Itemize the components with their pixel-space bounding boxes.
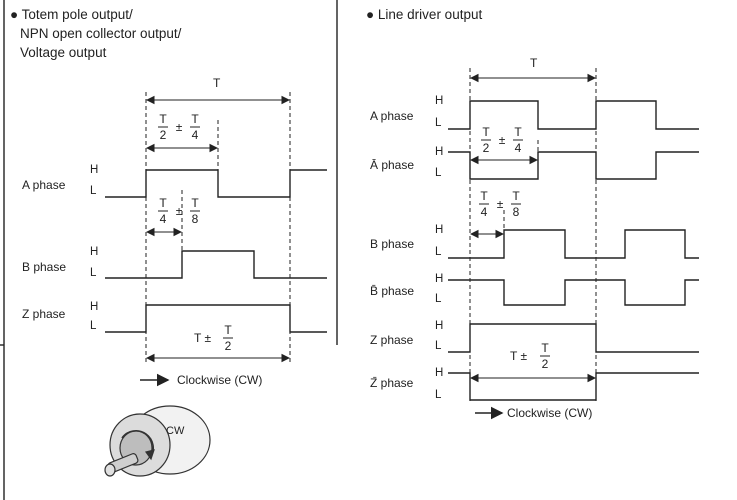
right-a-phase-wave bbox=[448, 100, 699, 130]
left-tol2-num-a: T bbox=[159, 196, 167, 210]
right-tol1-den-a: 2 bbox=[482, 141, 490, 155]
right-tol1-den-b: 4 bbox=[514, 141, 522, 155]
right-tol1-num-b: T bbox=[514, 125, 522, 139]
right-b-bar-phase-label: B̄ phase bbox=[370, 284, 415, 298]
right-tol1-num-a: T bbox=[482, 125, 490, 139]
right-direction-label: Clockwise (CW) bbox=[507, 406, 593, 420]
left-z-phase-label: Z phase bbox=[22, 307, 66, 321]
right-tol1-pm: ± bbox=[498, 133, 506, 147]
right-tol2-num-b: T bbox=[512, 189, 520, 203]
left-b-low: L bbox=[90, 267, 97, 279]
left-z-low: L bbox=[90, 320, 97, 332]
left-tol1-num-a: T bbox=[159, 112, 167, 126]
right-a-low: L bbox=[435, 117, 442, 129]
left-tol3-den: 2 bbox=[224, 339, 232, 353]
right-tol3-num: T bbox=[541, 341, 549, 355]
right-a-bar-high: H bbox=[435, 146, 444, 158]
encoder-illustration bbox=[104, 405, 211, 477]
left-period-label: T bbox=[213, 76, 221, 90]
left-tol3-prefix: T ± bbox=[194, 331, 212, 345]
right-b-phase-label: B phase bbox=[370, 237, 415, 251]
right-a-bar-low: L bbox=[435, 167, 442, 179]
left-tol1-den-a: 2 bbox=[159, 128, 167, 142]
right-tol3-prefix: T ± bbox=[510, 349, 528, 363]
left-a-low: L bbox=[90, 185, 97, 197]
right-b-low: L bbox=[435, 246, 442, 258]
right-tol2-pm: ± bbox=[496, 197, 504, 211]
right-z-phase-label: Z phase bbox=[370, 333, 414, 347]
left-tol2-pm: ± bbox=[175, 204, 183, 218]
left-a-phase-label: A phase bbox=[22, 178, 66, 192]
right-z-bar-phase-wave bbox=[448, 372, 699, 401]
right-z-high: H bbox=[435, 320, 444, 332]
left-a-high: H bbox=[90, 164, 99, 176]
left-z-high: H bbox=[90, 301, 99, 313]
left-z-phase-wave bbox=[105, 304, 327, 333]
left-direction-label: Clockwise (CW) bbox=[177, 373, 263, 387]
right-b-high: H bbox=[435, 224, 444, 236]
left-b-high: H bbox=[90, 246, 99, 258]
left-tol3-num: T bbox=[224, 323, 232, 337]
right-z-phase-wave bbox=[448, 323, 699, 353]
left-b-phase-label: B phase bbox=[22, 260, 67, 274]
right-z-bar-phase-label: Z̄ phase bbox=[370, 376, 414, 390]
right-tol2-den-a: 4 bbox=[480, 205, 488, 219]
left-tol1-pm: ± bbox=[175, 120, 183, 134]
encoder-cw-label: CW bbox=[166, 425, 185, 437]
right-a-high: H bbox=[435, 95, 444, 107]
right-a-bar-phase-wave bbox=[448, 151, 699, 180]
right-z-low: L bbox=[435, 340, 442, 352]
left-b-phase-wave bbox=[105, 250, 327, 279]
right-a-bar-phase-label: Ā phase bbox=[370, 158, 415, 172]
left-title-line-2: NPN open collector output/ bbox=[20, 26, 182, 41]
right-b-bar-low: L bbox=[435, 293, 442, 305]
right-a-phase-label: A phase bbox=[370, 109, 414, 123]
left-title-line-1: ● Totem pole output/ bbox=[10, 7, 133, 22]
right-title: ● Line driver output bbox=[366, 7, 483, 22]
right-tol2-den-b: 8 bbox=[512, 205, 520, 219]
right-tol2-num-a: T bbox=[480, 189, 488, 203]
right-b-phase-wave bbox=[448, 229, 699, 259]
left-tol2-num-b: T bbox=[191, 196, 199, 210]
right-b-bar-high: H bbox=[435, 273, 444, 285]
left-tol1-den-b: 4 bbox=[191, 128, 199, 142]
right-tol3-den: 2 bbox=[541, 357, 549, 371]
left-tol1-num-b: T bbox=[191, 112, 199, 126]
left-tol2-den-b: 8 bbox=[191, 212, 199, 226]
left-a-phase-wave bbox=[105, 169, 327, 198]
left-tol2-den-a: 4 bbox=[159, 212, 167, 226]
right-z-bar-high: H bbox=[435, 367, 444, 379]
left-title-line-3: Voltage output bbox=[20, 45, 107, 60]
right-z-bar-low: L bbox=[435, 389, 442, 401]
right-b-bar-phase-wave bbox=[448, 279, 699, 306]
right-period-label: T bbox=[530, 56, 538, 70]
